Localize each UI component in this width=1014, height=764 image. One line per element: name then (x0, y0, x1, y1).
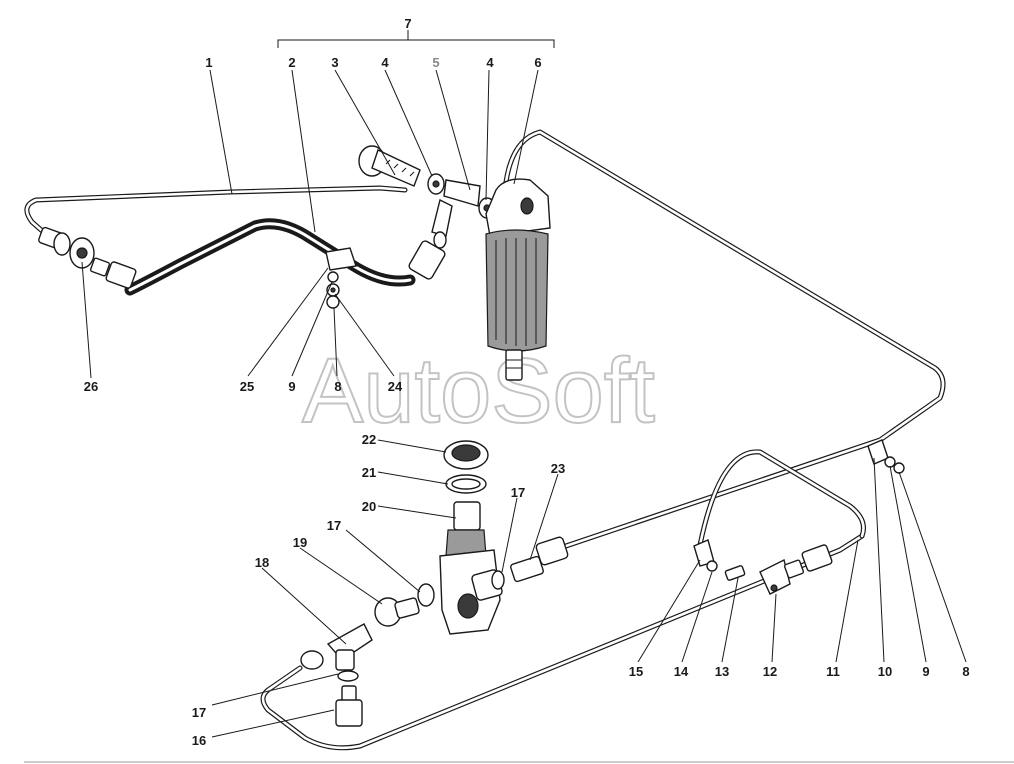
callout-13: 13 (715, 664, 729, 679)
left-tube-fitting (38, 226, 137, 289)
callout-14: 14 (674, 664, 689, 679)
callout-6: 6 (534, 55, 541, 70)
banjo-fitting (427, 173, 496, 237)
callout-5: 5 (432, 55, 439, 70)
return-tube-loop (260, 449, 866, 751)
callout-10: 10 (878, 664, 892, 679)
callout-8-right: 8 (962, 664, 969, 679)
callout-15: 15 (629, 664, 643, 679)
callout-17-upper: 17 (511, 485, 525, 500)
callout-17-mid: 17 (327, 518, 341, 533)
pump-outlet-fitting (510, 536, 569, 583)
rubber-fuel-hose (124, 218, 416, 296)
fuel-filter (485, 178, 551, 381)
callout-4-right: 4 (486, 55, 494, 70)
leader-lines (81, 30, 967, 738)
callout-22: 22 (362, 432, 376, 447)
tee-fitting (300, 623, 373, 727)
callout-7: 7 (404, 16, 411, 31)
pump-inlet-fitting (374, 597, 420, 627)
callout-24: 24 (388, 379, 403, 394)
callout-17-lower: 17 (192, 705, 206, 720)
callout-9: 9 (288, 379, 295, 394)
pump-body (417, 501, 505, 635)
callout-9-right: 9 (922, 664, 929, 679)
callout-8: 8 (334, 379, 341, 394)
callout-19: 19 (293, 535, 307, 550)
right-clamp-set (693, 439, 905, 595)
callout-12: 12 (763, 664, 777, 679)
watermark-text: AutoSoft (302, 340, 655, 442)
callout-23: 23 (551, 461, 565, 476)
hose-clamp-set (325, 247, 357, 309)
callout-18: 18 (255, 555, 269, 570)
callout-25: 25 (240, 379, 254, 394)
pump-cap-nut (443, 440, 489, 494)
callout-26: 26 (84, 379, 98, 394)
fuel-tube-main (24, 129, 946, 551)
callout-labels: 7 1 2 3 4 5 4 6 26 25 9 8 24 22 21 20 23… (84, 16, 970, 748)
callout-21: 21 (362, 465, 376, 480)
callout-16: 16 (192, 733, 206, 748)
callout-1: 1 (205, 55, 212, 70)
callout-2: 2 (288, 55, 295, 70)
callout-4: 4 (381, 55, 389, 70)
hose-end-fitting (408, 231, 447, 280)
callout-11: 11 (826, 664, 840, 679)
callout-20: 20 (362, 499, 376, 514)
callout-3: 3 (331, 55, 338, 70)
